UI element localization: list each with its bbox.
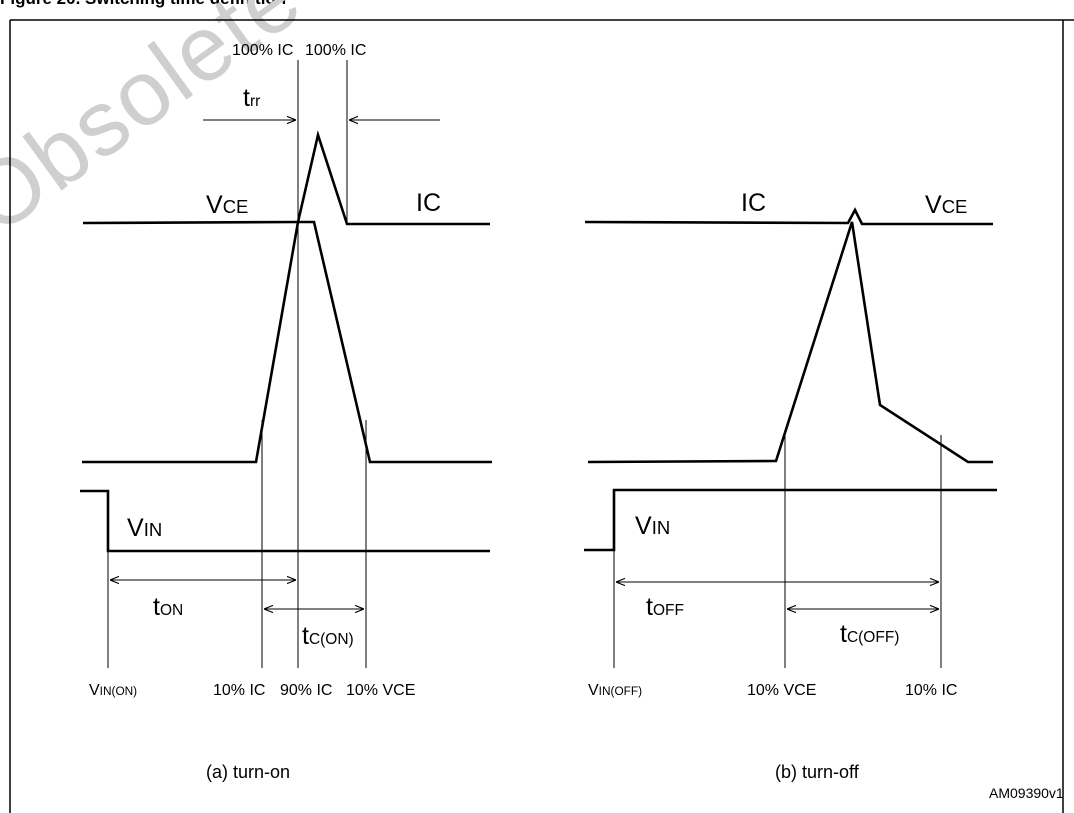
off-vce-trace	[587, 221, 993, 464]
figure-title: Figure 20. Switching time definition	[0, 0, 286, 9]
off-ic-trace	[584, 207, 993, 226]
figure-id: AM09390v1	[989, 785, 1064, 801]
on-vin-trace	[80, 489, 490, 553]
on-label-10ic: 10% IC	[213, 682, 266, 699]
off-label-10ic: 10% IC	[905, 682, 958, 699]
on-vce-trace	[82, 220, 492, 464]
off-label-10vce: 10% VCE	[747, 682, 817, 699]
on-label-ton: tON	[153, 593, 184, 621]
on-label-100ic-right: 100% IC	[305, 42, 367, 59]
on-label-100ic-left: 100% IC	[232, 42, 294, 59]
on-label-vin: VIN	[127, 514, 163, 542]
off-label-ic: IC	[741, 189, 766, 217]
on-label-trr: trr	[243, 84, 261, 112]
off-vin-trace	[584, 488, 997, 552]
on-label-vce: VCE	[206, 191, 249, 219]
on-label-ic: IC	[416, 189, 441, 217]
on-ic-trace	[82, 130, 490, 464]
on-label-tcon: tC(ON)	[302, 622, 354, 650]
frame	[9, 19, 1074, 813]
on-label-90ic: 90% IC	[280, 682, 333, 699]
on-label-vin-on: VIN(ON)	[89, 682, 138, 699]
off-label-tcoff: tC(OFF)	[840, 620, 900, 648]
on-label-10vce: 10% VCE	[346, 682, 416, 699]
off-label-vce: VCE	[925, 191, 968, 219]
on-caption: (a) turn-on	[206, 762, 291, 782]
off-caption: (b) turn-off	[775, 762, 859, 782]
off-label-toff: tOFF	[646, 593, 684, 621]
off-label-vin-off: VIN(OFF)	[588, 682, 643, 699]
off-label-vin: VIN	[635, 512, 671, 540]
